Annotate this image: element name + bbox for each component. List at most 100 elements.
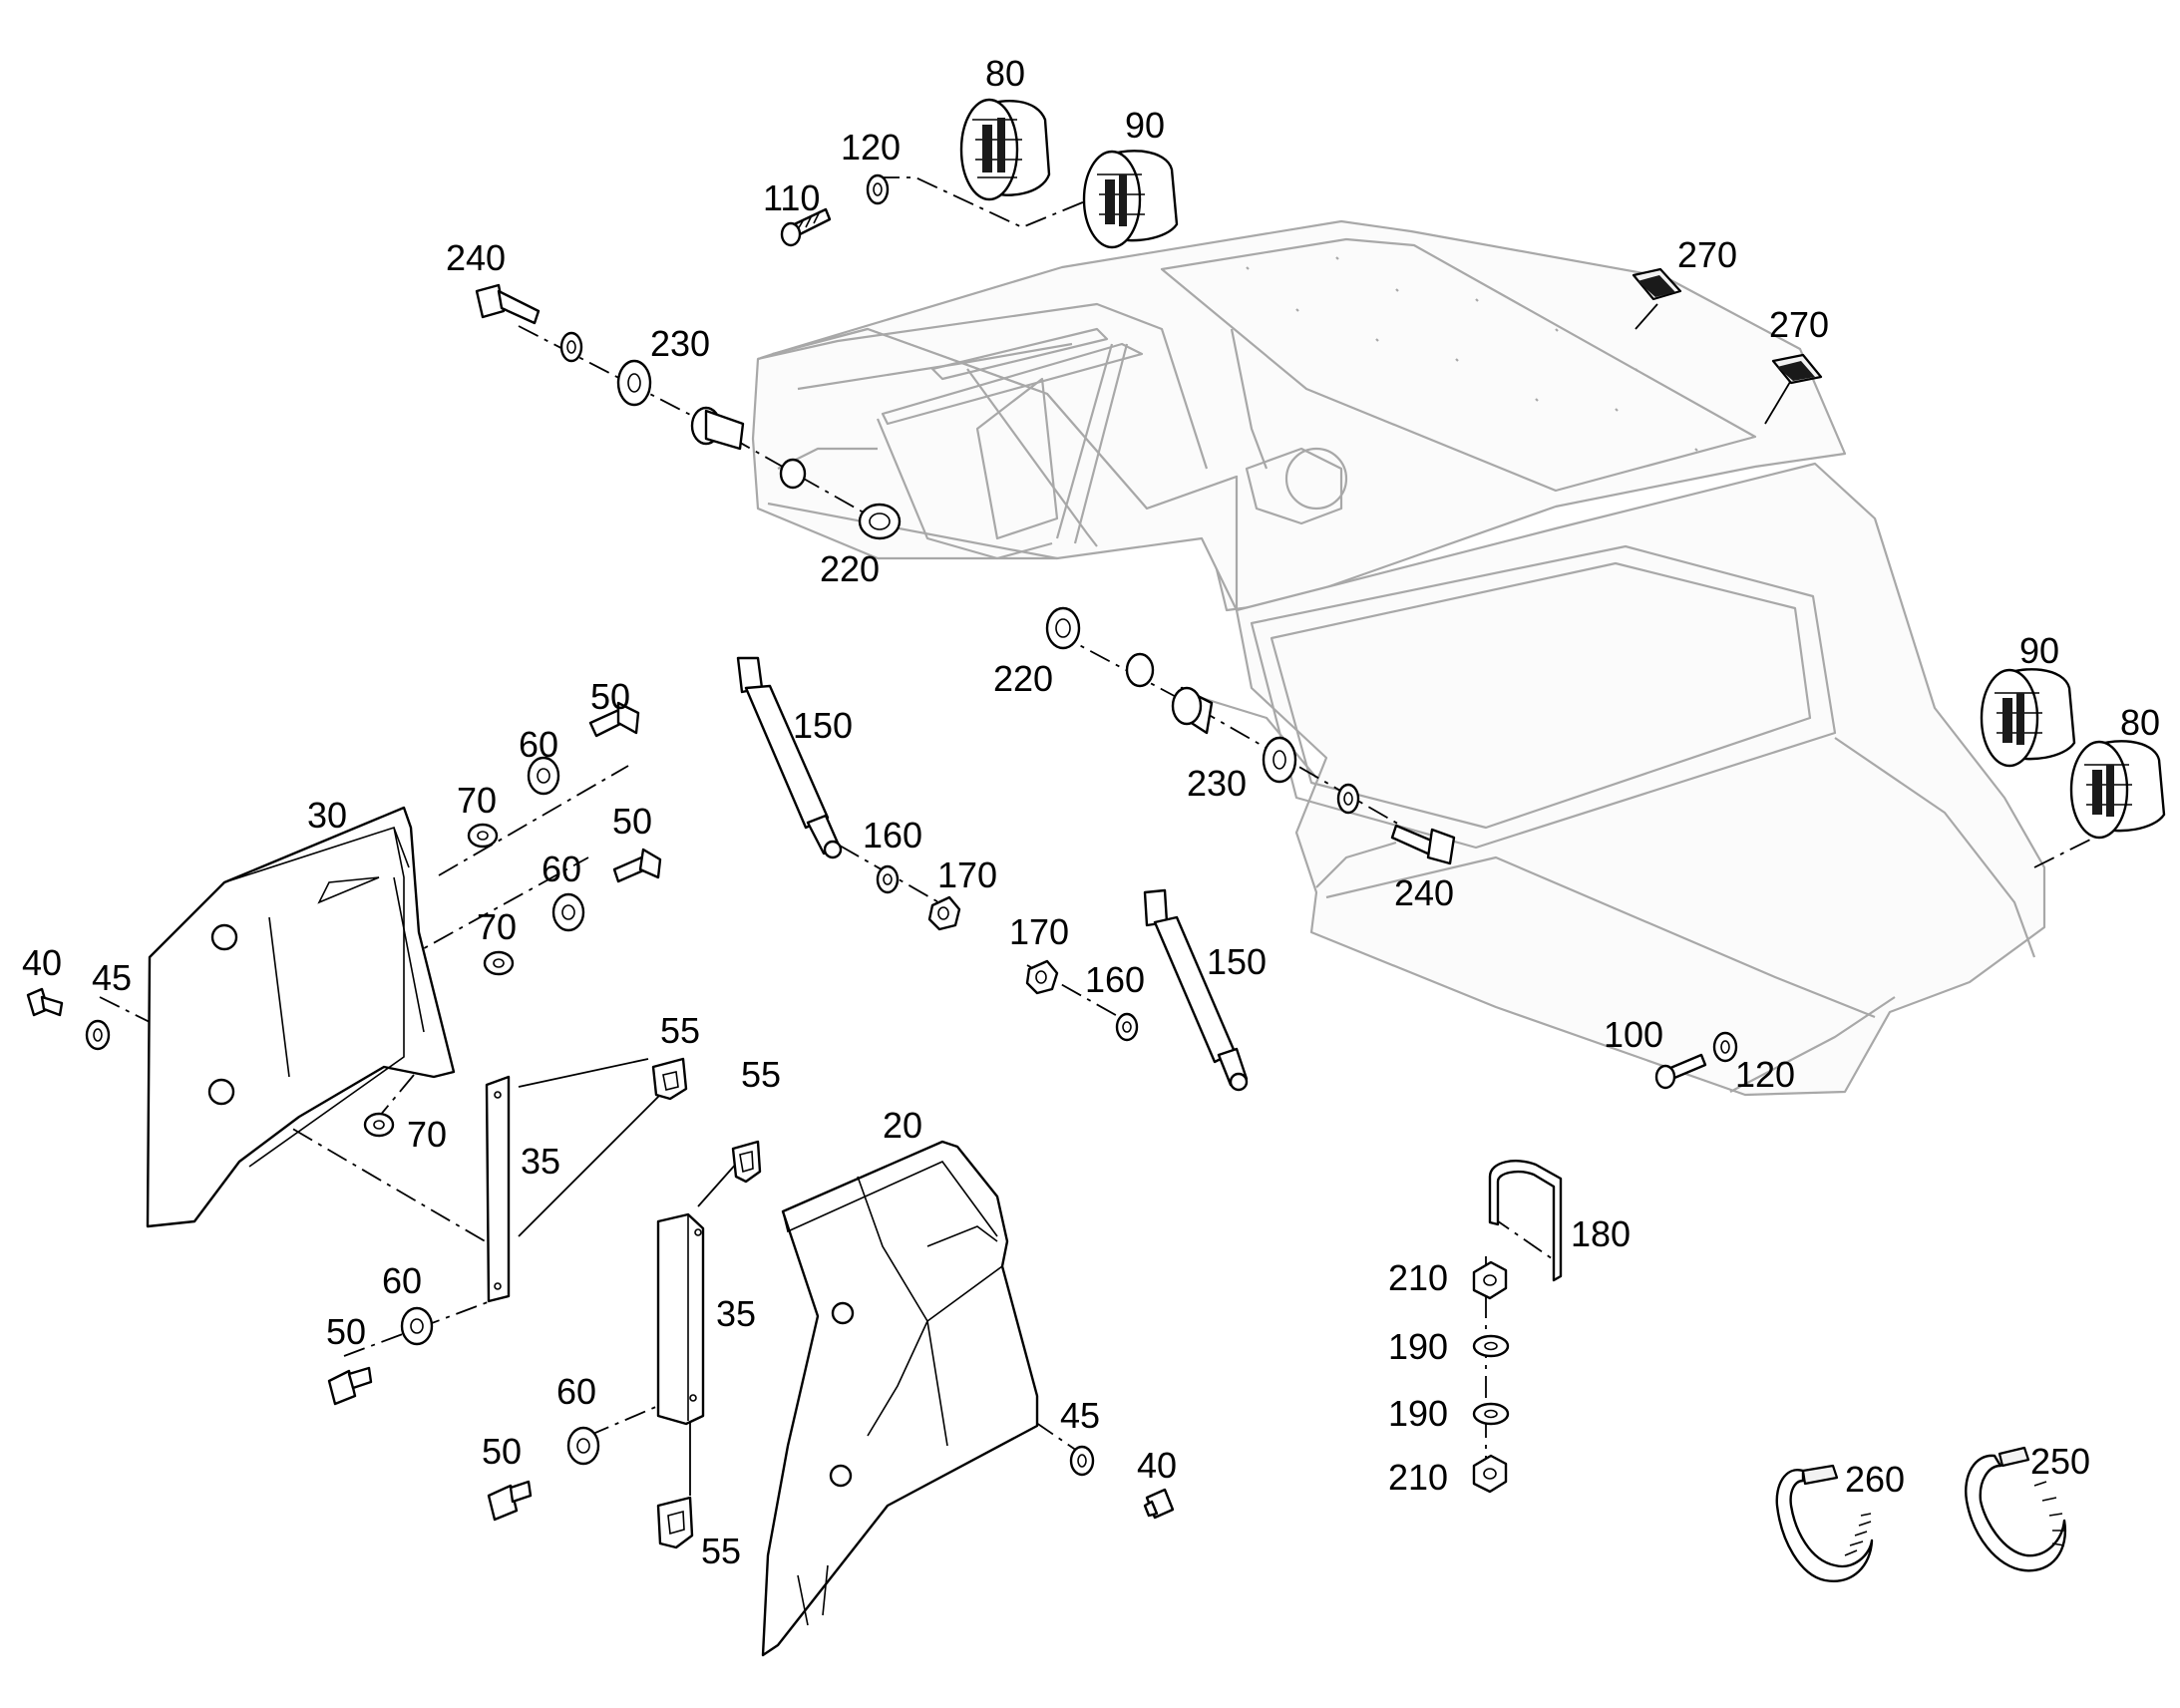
- leader-lines: [518, 303, 1794, 1496]
- bolt-240-mid: [1390, 824, 1456, 865]
- side-panel-30: [146, 806, 456, 1228]
- grommet-220-mid: [1045, 606, 1081, 650]
- bracket-35-left: [485, 1075, 511, 1303]
- callout-40-left: 40: [22, 942, 62, 983]
- gas-strut-150-right: [1143, 888, 1249, 1092]
- callout-30: 30: [307, 795, 347, 836]
- pivot-bushing-mid: [1125, 652, 1214, 735]
- washer-190-bottom: [1472, 1402, 1510, 1426]
- hose-clamp-260: [1775, 1464, 1874, 1582]
- clip-55-c: [656, 1496, 694, 1549]
- washer-45-left: [85, 1019, 111, 1051]
- callout-240-mid: 240: [1394, 872, 1454, 913]
- hose-clamp-250: [1965, 1446, 2067, 1572]
- callout-90-top: 90: [1125, 105, 1165, 146]
- washer-160-left: [876, 864, 900, 894]
- callout-230-top: 230: [650, 323, 710, 364]
- hood-assembly-ghost: [751, 219, 2046, 1097]
- cap-80-top: [959, 98, 1051, 201]
- bolt-50-a: [588, 701, 640, 738]
- callout-50-c: 50: [326, 1311, 366, 1352]
- bolt-40-right: [1143, 1488, 1175, 1520]
- callout-270-b: 270: [1769, 304, 1829, 345]
- washer-160-right: [1115, 1012, 1139, 1042]
- washer-70-a: [467, 823, 499, 849]
- callout-35-left: 35: [521, 1141, 560, 1182]
- callout-250: 250: [2030, 1441, 2090, 1482]
- callout-110: 110: [763, 177, 820, 218]
- callout-160-right: 160: [1085, 959, 1145, 1000]
- cap-90-right: [1980, 668, 2076, 768]
- callout-190-top: 190: [1388, 1326, 1448, 1367]
- callout-170-right: 170: [1009, 911, 1069, 952]
- callout-70-b: 70: [477, 906, 517, 947]
- callout-60-b: 60: [542, 849, 581, 889]
- callout-120-top: 120: [841, 127, 901, 168]
- washer-190-top: [1472, 1334, 1510, 1358]
- clip-270-a: [1632, 267, 1682, 301]
- nut-210-top: [1472, 1260, 1508, 1300]
- callout-70-c: 70: [407, 1114, 447, 1155]
- callout-50-a: 50: [590, 676, 630, 717]
- callout-210-top: 210: [1388, 1257, 1448, 1298]
- callout-220-top: 220: [820, 548, 880, 589]
- cap-80-right: [2069, 740, 2166, 840]
- washer-70-b: [483, 950, 515, 976]
- washer-mid-small: [1336, 783, 1360, 815]
- callout-260: 260: [1845, 1459, 1905, 1500]
- callout-45-left: 45: [92, 957, 132, 998]
- nut-170-right: [1025, 959, 1059, 995]
- callout-80-top: 80: [985, 53, 1025, 94]
- callout-270-a: 270: [1677, 234, 1737, 275]
- gas-strut-150-left: [736, 656, 843, 859]
- pivot-bushing-top: [690, 406, 807, 490]
- callout-230-mid: 230: [1187, 763, 1247, 804]
- callout-35-right: 35: [716, 1293, 756, 1334]
- callout-80-right: 80: [2120, 702, 2160, 743]
- clip-270-b: [1771, 353, 1823, 385]
- side-panel-20: [761, 1140, 1039, 1657]
- callout-45-right: 45: [1060, 1395, 1100, 1436]
- cap-90-top: [1082, 150, 1179, 249]
- clip-55-a: [651, 1057, 688, 1101]
- washer-60-d: [566, 1426, 600, 1466]
- callout-90-right: 90: [2019, 630, 2059, 671]
- grommet-220-top: [858, 503, 902, 540]
- callout-150-right: 150: [1207, 941, 1267, 982]
- washer-70-c: [363, 1112, 395, 1138]
- washer-230-mid: [1262, 736, 1297, 784]
- bolt-50-d: [487, 1480, 533, 1522]
- callout-120-right: 120: [1735, 1054, 1795, 1095]
- callout-160-left: 160: [863, 815, 922, 855]
- callout-50-d: 50: [482, 1431, 522, 1472]
- screw-110: [780, 207, 832, 247]
- washer-120-top: [866, 173, 890, 205]
- callout-50-b: 50: [612, 801, 652, 842]
- callout-190-bottom: 190: [1388, 1393, 1448, 1434]
- callout-55-c: 55: [701, 1531, 741, 1571]
- callout-170-left: 170: [937, 854, 997, 895]
- washer-45-right: [1069, 1445, 1095, 1477]
- callout-150-left: 150: [793, 705, 853, 746]
- clip-55-b: [731, 1140, 762, 1184]
- washer-60-b: [551, 892, 585, 932]
- callout-60-c: 60: [382, 1260, 422, 1301]
- washer-60-a: [527, 756, 560, 796]
- washer-230-top: [616, 359, 652, 407]
- callout-220-mid: 220: [993, 658, 1053, 699]
- callout-55-a: 55: [660, 1010, 700, 1051]
- callout-240-top: 240: [446, 237, 506, 278]
- callout-40-right: 40: [1137, 1445, 1177, 1486]
- u-bolt-180: [1488, 1160, 1563, 1282]
- callout-60-a: 60: [519, 724, 558, 765]
- screw-100: [1654, 1053, 1707, 1090]
- bolt-50-b: [612, 848, 662, 883]
- callout-70-a: 70: [457, 780, 497, 821]
- nut-170-left: [927, 895, 961, 931]
- callout-100: 100: [1604, 1014, 1663, 1055]
- bolt-240-top: [475, 283, 541, 325]
- bolt-40-left: [26, 987, 64, 1017]
- callout-20: 20: [883, 1105, 922, 1146]
- washer-120-right: [1712, 1031, 1738, 1063]
